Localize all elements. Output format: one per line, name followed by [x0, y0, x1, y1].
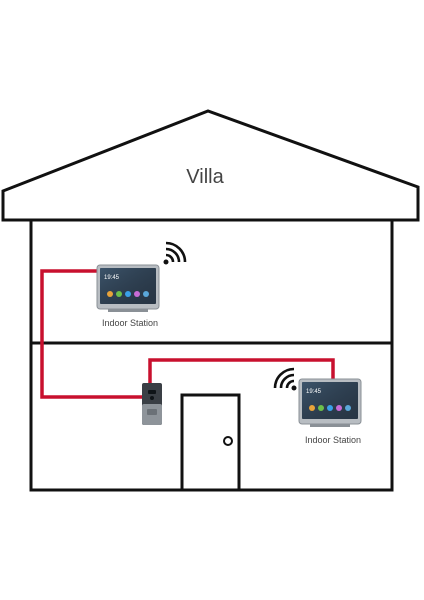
upstairs-indoor-station: 19:45 — [96, 264, 160, 312]
downstairs-indoor-station: 19:45 — [298, 378, 362, 427]
door-station-icon — [142, 383, 162, 425]
cable-downstairs — [148, 358, 335, 386]
wifi-icon — [273, 367, 297, 391]
downstairs-station-label: Indoor Station — [305, 435, 361, 445]
cable-upstairs — [40, 269, 142, 399]
roof — [1, 109, 420, 222]
wifi-icon — [163, 241, 187, 265]
door-knob-icon — [223, 436, 233, 446]
downstairs-screen-time: 19:45 — [306, 389, 322, 395]
upstairs-station-label: Indoor Station — [102, 318, 158, 328]
house-title: Villa — [186, 166, 224, 188]
upstairs-screen-time: 19:45 — [104, 275, 120, 281]
